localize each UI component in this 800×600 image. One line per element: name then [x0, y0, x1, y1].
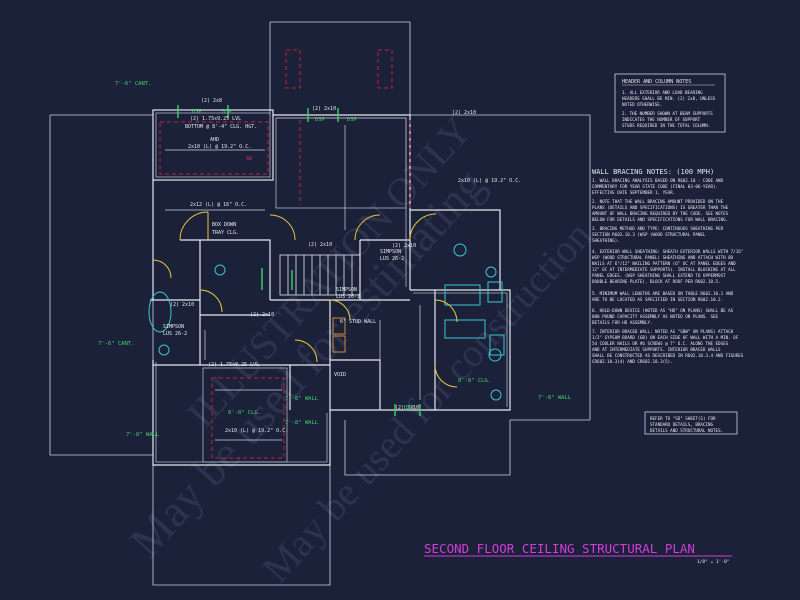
label-wall-4: 7'-8" WALL — [538, 395, 572, 401]
label-header-bottom-right: (2) 2x10 — [395, 405, 419, 411]
room-labels: (2) 2x8 (2) 1.75x9.25 LVL BOTTOM @ 8'-4"… — [163, 98, 521, 434]
bearing-markers — [177, 105, 421, 416]
bracing-line-13: NAILS AT 6"/12" NAILING PATTERN (6" OC A… — [592, 261, 736, 266]
label-stud-wall: 6" STUD WALL — [340, 319, 376, 325]
bracing-line-24: 5d COOLER NAILS OR #6 SCREWS @ 7" O.C. A… — [592, 341, 729, 346]
label-simpson-2: SIMPSON — [336, 287, 357, 293]
bracing-line-8: 3. BRACING METHOD AND TYPE: CONTINUOUS S… — [592, 226, 724, 231]
label-joist-right: 2x10 (L) @ 19.2" O.C. — [458, 178, 521, 184]
label-wall-2: 7'-8" WALL — [285, 396, 319, 402]
label-simpson-3: SIMPSON — [163, 324, 184, 330]
wall-bracing-notes: WALL BRACING NOTES: (100 MPH) 1. WALL BR… — [592, 168, 744, 364]
label-clg-1: 8'-8" CLG. — [228, 410, 261, 416]
bracing-line-6: AMOUNT OF WALL BRACING REQUIRED BY THE C… — [592, 211, 729, 216]
label-cant-top: 7'-6" CANT. — [115, 81, 151, 87]
label-simpson-1b: LUS 26-2 — [380, 256, 404, 262]
label-lvl-bottom: (2) 1.75x9.25 LVL — [208, 362, 259, 368]
label-wall-3: 7'-8" WALL — [285, 420, 319, 426]
label-ahd: AHD — [210, 137, 219, 143]
stair — [279, 254, 361, 296]
bracing-line-4: 2. NOTE THAT THE WALL BRACING AMOUNT PRO… — [592, 199, 724, 204]
bracing-line-15: PANEL EDGES. (WSP SHEATHING SHALL EXTEND… — [592, 273, 726, 278]
bracing-line-16: DOUBLE BEARING PLATE). BLOCK AT ROOF PER… — [592, 279, 721, 284]
doors — [152, 211, 458, 388]
tub-fixture — [148, 291, 172, 333]
label-dsp-1: DSP — [192, 109, 203, 115]
label-dsp-3: DSP — [315, 117, 326, 123]
label-joist-1: 2x10 (L) @ 19.2" O.C. — [188, 144, 251, 150]
notes-box-line-6: STUDS REQUIRED IN THE TOTAL COLUMN. — [622, 123, 710, 128]
green-annotations: 7'-6" CANT. 7'-6" CANT. DSP DSP DSP DSP … — [98, 81, 572, 438]
bracing-line-27: CR602.10.3(4) AND CR602.10.3(5). — [592, 359, 673, 364]
notes-box-title: HEADER AND COLUMN NOTES — [622, 79, 691, 85]
red-annotations: SD — [246, 156, 252, 162]
label-lvl-beam: (2) 1.75x9.25 LVL — [190, 116, 241, 122]
label-dsp-5: DSP — [404, 405, 415, 411]
bracing-line-26: SHALL BE CONSTRUCTED AS DESCRIBED IN R60… — [592, 353, 744, 358]
notes-box-line-4: 2. THE NUMBER SHOWN AT BEAM SUPPORTS — [622, 111, 713, 116]
label-red-sd: SD — [246, 156, 252, 162]
header-column-notes: HEADER AND COLUMN NOTES 1. ALL EXTERIOR … — [614, 73, 726, 133]
label-box-down: BOX DOWN — [212, 222, 236, 228]
bracing-line-1: 1. WALL BRACING ANALYSIS BASED ON R602.1… — [592, 178, 724, 183]
label-header-mid: (2) 2x10 — [250, 312, 274, 318]
label-header-top-left: (2) 2x8 — [201, 98, 222, 104]
bracing-line-23: 1/2" GYPSUM BOARD (GB) ON EACH SIDE OF W… — [592, 335, 739, 340]
sheet-scale: 1/8" = 1'-0" — [697, 559, 730, 565]
label-header-right: (2) 2x10 — [392, 243, 416, 249]
label-header-top-right: (2) 2x10 — [452, 110, 476, 116]
label-joist-bottom: 2x10 (L) @ 19.2" O.C. — [225, 428, 288, 434]
label-simpson-2b: LUS 26-2 — [336, 294, 360, 300]
label-dsp-2: DSP — [222, 109, 233, 115]
bracing-line-20: 800 POUND CAPACITY ASSEMBLY AS NOTED ON … — [592, 314, 719, 319]
bracing-line-22: 7. INTERIOR BRACED WALL: NOTED AS "GBW" … — [592, 329, 734, 334]
bracing-line-25: AND AT INTERMEDIATE SUPPORTS. INTERIOR B… — [592, 347, 721, 352]
label-bottom-clg: BOTTOM @ 8'-4" CLG. HGT. — [185, 124, 257, 130]
refer-note-box: REFER TO "SD" SHEET(S) FOR STANDARD DETA… — [644, 411, 738, 435]
bracing-line-7: BELOW FOR DETAILS AND SPECIFICATIONS FOR… — [592, 217, 728, 222]
label-void: VOID — [334, 372, 346, 378]
joist-dimensions — [165, 125, 421, 441]
bracing-line-11: 4. EXTERIOR WALL SHEATHING: SHEATH EXTER… — [592, 249, 743, 254]
notes-box-line-3: NOTED OTHERWISE. — [622, 102, 662, 107]
label-tray-clg: TRAY CLG. — [212, 230, 239, 236]
label-dsp-4: DSP — [347, 117, 358, 123]
sheet-title-block: SECOND FLOOR CEILING STRUCTURAL PLAN 1/8… — [424, 541, 732, 565]
beam-lines — [159, 49, 411, 459]
cabinets — [332, 317, 346, 353]
bracing-line-5: PLANS (DETAILS AND SPECIFICATIONS) IS GR… — [592, 205, 729, 210]
bracing-line-14: 12" OC AT INTERMEDIATE SUPPORTS). INSTAL… — [592, 267, 736, 272]
label-simpson-1: SIMPSON — [380, 249, 401, 255]
bracing-line-3: EFFECTIVE DATE SEPTEMBER 1, YEAR. — [592, 190, 675, 195]
label-wall-1: 7'-8" WALL — [126, 432, 160, 438]
label-header-left: (2) 2x10 — [308, 242, 332, 248]
label-clg-2: 8'-8" CLG. — [458, 378, 491, 384]
bracing-line-21: DETAILS FOR HD ASSEMBLY. — [592, 320, 653, 325]
refer-line-3: DETAILS AND STRUCTURAL NOTES. — [650, 428, 723, 433]
bracing-line-18: ARE TO BE LOCATED AS SPECIFIED IN SECTIO… — [592, 297, 723, 302]
bracing-line-9: SECTION R602.10.3 (WSP (WOOD STRUCTURAL … — [592, 232, 706, 237]
notes-box-line-1: 1. ALL EXTERIOR AND LOAD BEARING — [622, 90, 703, 95]
notes-box-line-2: HEADERS SHALL BE MIN. (2) 2x8, UNLESS — [622, 96, 716, 101]
label-simpson-3b: LUS 26-2 — [163, 331, 187, 337]
bracing-title: WALL BRACING NOTES: (100 MPH) — [592, 168, 714, 176]
refer-line-1: REFER TO "SD" SHEET(S) FOR — [650, 416, 716, 421]
notes-box-line-5: INDICATES THE NUMBER OF SUPPORT — [622, 117, 701, 122]
bracing-line-2: COMMENTARY FOR YEAR STATE CODE (FINAL 03… — [592, 184, 718, 189]
label-header-mid-left: (2) 2x10 — [170, 302, 194, 308]
label-header-top-mid: (2) 2x10 — [312, 106, 336, 112]
refer-line-2: STANDARD DETAILS, BRACING — [650, 422, 714, 427]
label-cant-left: 7'-6" CANT. — [98, 341, 134, 347]
bracing-line-19: 6. HOLD-DOWN DEVICE (NOTED AS "HD" ON PL… — [592, 308, 734, 313]
bracing-line-12: WSP (WOOD STRUCTURAL PANEL) SHEATHING AN… — [592, 255, 734, 260]
wall-doubles — [155, 112, 508, 463]
bracing-line-17: 5. MINIMUM WALL LENGTHS ARE BASED ON TAB… — [592, 291, 734, 296]
label-joist-2: 2x12 (L) @ 16" O.C. — [190, 202, 247, 208]
fixtures — [148, 243, 505, 401]
bracing-line-10: SHEATHING). — [592, 238, 620, 243]
sheet-title: SECOND FLOOR CEILING STRUCTURAL PLAN — [424, 541, 695, 556]
